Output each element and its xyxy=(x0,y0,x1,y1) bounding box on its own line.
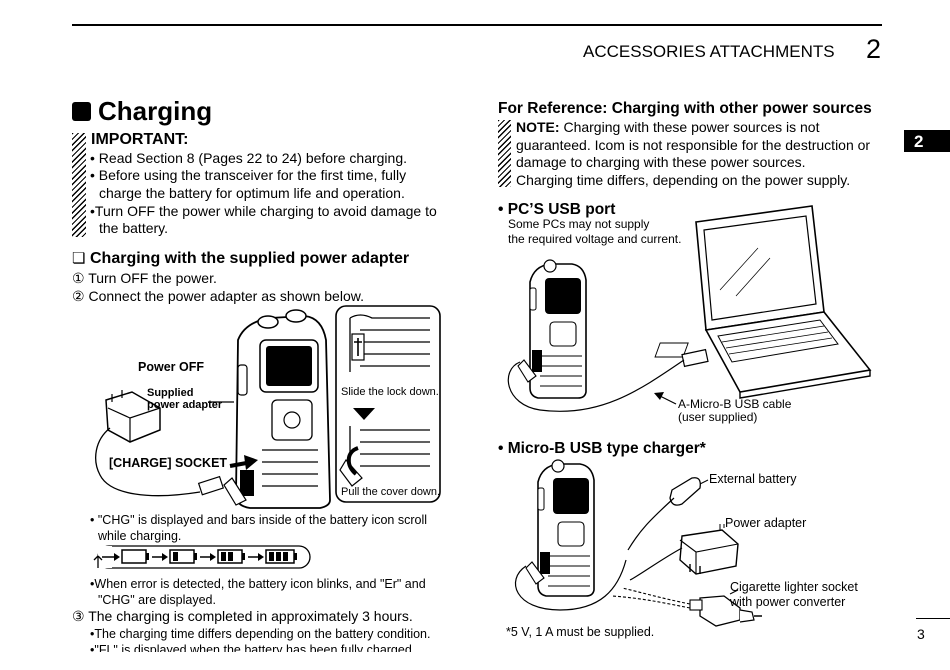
cable-label-1: A-Micro-B USB cable xyxy=(678,397,792,411)
footnote: *5 V, 1 A must be supplied. xyxy=(506,625,655,639)
cable-label-2: (user supplied) xyxy=(678,410,758,424)
label-pull-cover: Pull the cover down. xyxy=(341,486,441,498)
important-hatch-bar xyxy=(72,133,86,237)
chg-note-line-1: • "CHG" is displayed and bars inside of … xyxy=(90,513,428,527)
charging-heading: Charging xyxy=(98,96,213,126)
header-rule xyxy=(72,24,882,26)
note-line-2: guaranteed. Icom is not responsible for … xyxy=(516,137,871,153)
pc-usb-desc-1: Some PCs may not supply xyxy=(508,217,650,231)
side-tab-number: 2 xyxy=(914,132,924,151)
label-supplied: Supplied xyxy=(147,387,194,399)
heading-square-icon xyxy=(72,102,91,121)
label-power-off: Power OFF xyxy=(138,360,204,374)
note-line-1: NOTE: Charging with these power sources … xyxy=(516,119,820,135)
cigarette-label-1: Cigarette lighter socket xyxy=(730,580,858,594)
step-3: ③ The charging is completed in approxima… xyxy=(72,608,413,624)
important-item-3-cont: the battery. xyxy=(99,220,169,236)
microb-title: • Micro-B USB type charger* xyxy=(498,440,706,457)
error-note-line-1: •When error is detected, the battery ico… xyxy=(90,577,426,591)
step-3-bullet-1: •The charging time differs depending on … xyxy=(90,627,431,641)
label-charge-socket: [CHARGE] SOCKET xyxy=(109,456,228,470)
step-2: ② Connect the power adapter as shown bel… xyxy=(72,288,364,304)
cigarette-label-2: with power converter xyxy=(730,595,846,609)
sub-heading: Charging with the supplied power adapter xyxy=(90,250,410,267)
page-number: 3 xyxy=(917,626,925,642)
step-1: ① Turn OFF the power. xyxy=(72,270,217,286)
section-title: ACCESSORIES ATTACHMENTS xyxy=(583,42,835,61)
label-slide-lock: Slide the lock down. xyxy=(341,386,439,398)
checkbox-icon: ❏ xyxy=(72,250,86,267)
label-power-adapter: power adapter xyxy=(147,399,223,411)
step-3-bullet-2: •"FL" is displayed when the battery has … xyxy=(90,643,416,652)
external-battery-label: External battery xyxy=(709,472,797,486)
reference-heading: For Reference: Charging with other power… xyxy=(498,100,872,117)
important-title: IMPORTANT: xyxy=(91,131,189,148)
important-item-3: •Turn OFF the power while charging to av… xyxy=(90,203,437,219)
important-item-2-cont: charge the battery for optimum life and … xyxy=(99,185,405,201)
chg-note-line-2: while charging. xyxy=(98,529,182,543)
note-line-4: Charging time differs, depending on the … xyxy=(516,172,851,188)
error-note-line-2: "CHG" are displayed. xyxy=(98,593,216,607)
important-item-2: • Before using the transceiver for the f… xyxy=(90,167,407,183)
pc-usb-desc-2: the required voltage and current. xyxy=(508,232,682,246)
note-line-3: damage to charging with these power sour… xyxy=(516,154,806,170)
important-item-1: • Read Section 8 (Pages 22 to 24) before… xyxy=(90,150,407,166)
note-hatch-bar xyxy=(498,120,511,187)
pc-usb-title: • PC’S USB port xyxy=(498,201,616,218)
power-adapter-label: Power adapter xyxy=(725,516,807,530)
section-number: 2 xyxy=(866,34,882,64)
side-tab: 2 xyxy=(904,130,950,152)
footer-rule xyxy=(916,618,950,619)
